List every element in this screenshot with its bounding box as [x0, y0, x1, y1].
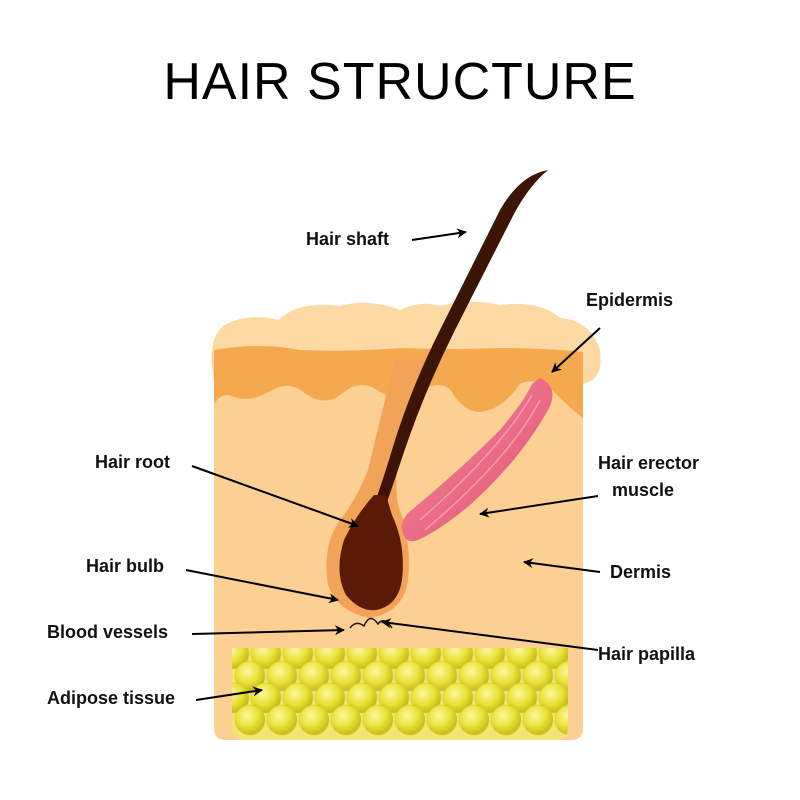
- arrow-blood-vessels: [191, 625, 345, 636]
- fat-cell: [330, 704, 362, 736]
- label-hair-bulb: Hair bulb: [86, 556, 164, 576]
- arrow-hair-papilla: [381, 618, 599, 651]
- label-hair-erector-muscle: muscle: [612, 480, 674, 500]
- fat-cell: [330, 660, 362, 692]
- fat-cell: [522, 704, 554, 736]
- fat-cell: [474, 648, 506, 670]
- fat-cell: [250, 648, 282, 670]
- fat-cell: [378, 682, 410, 714]
- fat-cell: [234, 704, 266, 736]
- label-hair-papilla: Hair papilla: [598, 644, 696, 664]
- fat-cell: [554, 704, 568, 736]
- fat-cell: [266, 704, 298, 736]
- arrow-epidermis: [551, 327, 601, 373]
- hair-erector-muscle: [401, 378, 553, 542]
- arrow-hair-shaft: [411, 228, 467, 241]
- fat-cell: [394, 704, 426, 736]
- fat-cell: [362, 660, 394, 692]
- fat-cell: [232, 682, 250, 714]
- label-dermis: Dermis: [610, 562, 671, 582]
- label-blood-vessels: Blood vessels: [47, 622, 168, 642]
- fat-cell: [282, 682, 314, 714]
- fat-cell: [378, 648, 410, 670]
- fat-cell: [298, 704, 330, 736]
- label-hair-shaft: Hair shaft: [306, 229, 389, 249]
- fat-cell: [410, 648, 442, 670]
- fat-cell: [426, 660, 458, 692]
- fat-cell: [490, 660, 522, 692]
- fat-cell: [298, 660, 330, 692]
- fat-cell: [346, 648, 378, 670]
- arrow-hair-root: [191, 465, 359, 528]
- arrow-adipose-tissue: [195, 686, 263, 701]
- fat-cell: [458, 704, 490, 736]
- hair-shaft: [374, 170, 548, 505]
- fat-cell: [554, 660, 568, 692]
- arrow-hair-bulb: [185, 569, 339, 604]
- fat-cell: [474, 682, 506, 714]
- fat-cell: [442, 682, 474, 714]
- fat-cell: [362, 704, 394, 736]
- label-adipose-tissue: Adipose tissue: [47, 688, 175, 708]
- label-hair-erector: Hair erector: [598, 453, 699, 473]
- fat-cell: [314, 682, 346, 714]
- fat-cell: [538, 648, 568, 670]
- label-hair-root: Hair root: [95, 452, 170, 472]
- arrow-hair-erector: [479, 495, 599, 518]
- fat-cell: [394, 660, 426, 692]
- fat-cell: [442, 648, 474, 670]
- fat-cell: [314, 648, 346, 670]
- fat-cell: [538, 682, 568, 714]
- fat-cell: [490, 704, 522, 736]
- fat-cell: [410, 682, 442, 714]
- page-title: HAIR STRUCTURE: [163, 53, 637, 111]
- fat-cell: [346, 682, 378, 714]
- fat-cell: [282, 648, 314, 670]
- fat-cell: [506, 682, 538, 714]
- fat-cell: [458, 660, 490, 692]
- fat-cell: [506, 648, 538, 670]
- label-epidermis: Epidermis: [586, 290, 673, 310]
- arrow-dermis: [523, 558, 601, 573]
- fat-cell: [426, 704, 458, 736]
- adipose-tissue: [232, 648, 568, 740]
- fat-cell: [266, 660, 298, 692]
- fat-cell: [232, 648, 250, 670]
- fat-cell: [522, 660, 554, 692]
